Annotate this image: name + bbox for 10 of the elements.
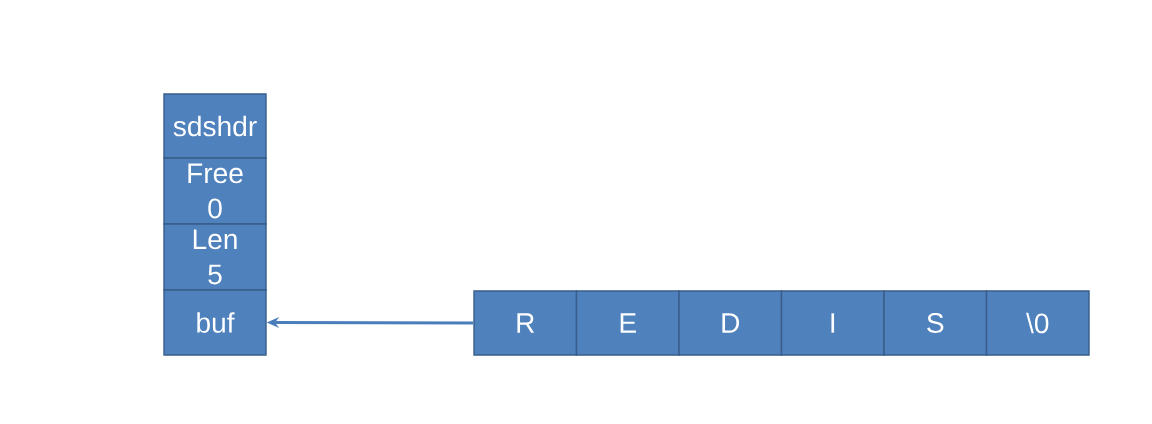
struct-field-box: Free 0 (163, 157, 267, 225)
struct-field-box: sdshdr (163, 93, 267, 159)
memory-cell: I (780, 290, 885, 356)
memory-cell: E (575, 290, 680, 356)
memory-cell: D (678, 290, 783, 356)
struct-field-box: buf (163, 289, 267, 356)
memory-cell: R (473, 290, 578, 356)
memory-cell: S (883, 290, 988, 356)
struct-field-box: Len 5 (163, 223, 267, 291)
memory-cell: \0 (985, 290, 1090, 356)
